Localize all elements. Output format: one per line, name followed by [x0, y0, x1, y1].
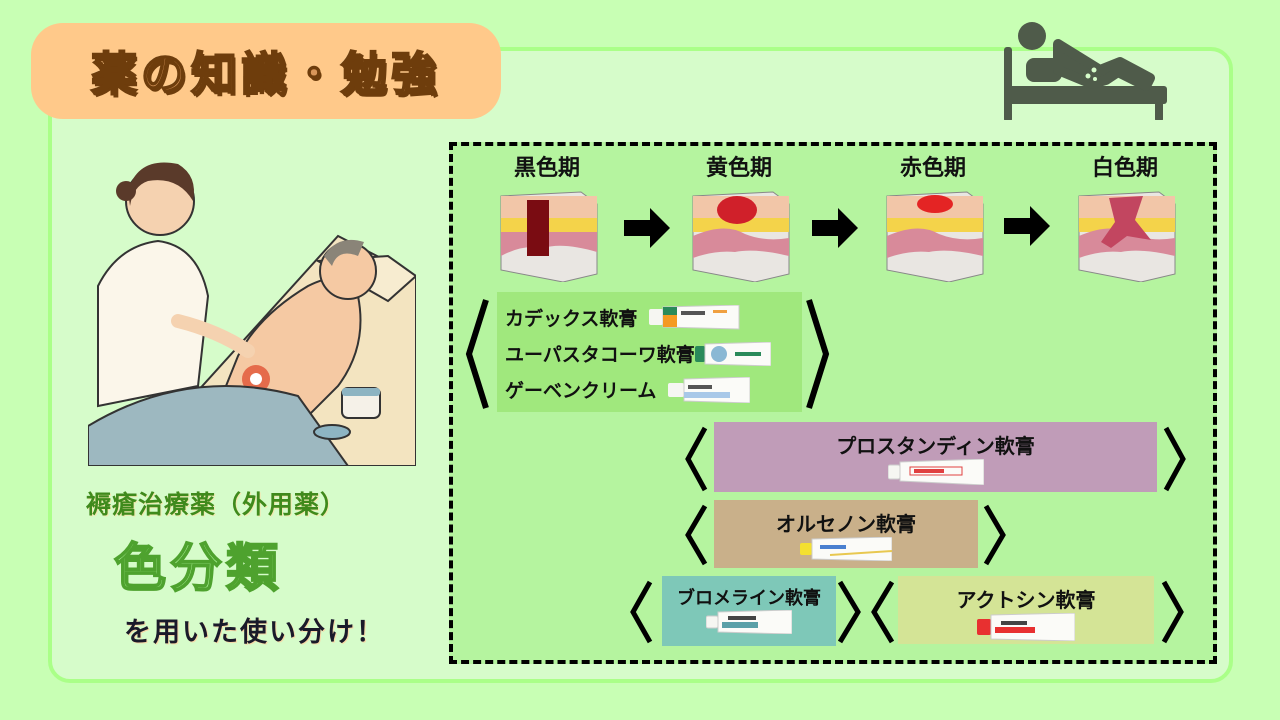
- stage-label: 黄色期: [705, 156, 772, 181]
- drug-label: プロスタンディン軟膏: [836, 434, 1035, 458]
- ointment-tube-icon: [668, 376, 751, 403]
- bracket-separator-icon: [838, 580, 894, 644]
- patient-in-bed-icon: [1004, 22, 1167, 120]
- stage-white: 白色期: [1060, 150, 1190, 286]
- drug-label: ブロメライン軟膏: [677, 588, 821, 609]
- ointment-tube-icon: [977, 613, 1075, 641]
- bracket-right-icon: [806, 299, 830, 409]
- page-title: 薬の知識・勉強: [90, 46, 441, 102]
- right-arrow-icon: [1004, 206, 1050, 246]
- drug-item: ゲーベンクリーム: [505, 376, 751, 403]
- stage-label: 白色期: [1091, 156, 1158, 181]
- ointment-tube-icon: [800, 537, 892, 561]
- bracket-right-icon: [983, 504, 1006, 566]
- skin-wound-diagram-icon: [500, 191, 598, 283]
- drug-label: オルセノン軟膏: [776, 512, 916, 536]
- bracket-left-icon: [465, 299, 489, 409]
- drug-label: ユーパスタコーワ軟膏: [505, 344, 695, 366]
- group-black-yellow: カデックス軟膏 ユーパスタコーワ軟膏 ゲーベンクリーム: [497, 292, 802, 412]
- ointment-tube-icon: [694, 341, 771, 366]
- bracket-right-icon: [1161, 580, 1184, 644]
- drug-item: ユーパスタコーワ軟膏: [505, 340, 771, 367]
- group-actosin: アクトシン軟膏: [898, 576, 1154, 644]
- group-bromelain: ブロメライン軟膏: [662, 576, 836, 646]
- title-banner: 薬の知識・勉強: [31, 23, 501, 119]
- ointment-tube-icon: [887, 459, 984, 485]
- stage-label: 黒色期: [513, 156, 580, 181]
- skin-wound-diagram-icon: [692, 191, 790, 283]
- caption-highlight: 色分類: [113, 538, 283, 600]
- ointment-tube-icon: [706, 610, 792, 634]
- drug-label: アクトシン軟膏: [956, 588, 1096, 612]
- nurse-applying-ointment-illustration: [88, 146, 416, 466]
- group-prostandin: プロスタンディン軟膏: [714, 422, 1157, 492]
- ointment-tube-icon: [649, 304, 740, 330]
- bracket-left-icon: [685, 504, 708, 566]
- group-olsenon: オルセノン軟膏: [714, 500, 978, 568]
- bracket-right-icon: [1163, 426, 1186, 492]
- drug-label: カデックス軟膏: [505, 308, 638, 330]
- right-arrow-icon: [624, 208, 670, 248]
- stage-black: 黒色期: [482, 150, 612, 286]
- bracket-left-icon: [685, 426, 708, 492]
- stage-label: 赤色期: [899, 156, 966, 181]
- stage-yellow: 黄色期: [674, 150, 804, 286]
- skin-wound-diagram-icon: [1078, 191, 1176, 283]
- bracket-left-icon: [630, 580, 653, 644]
- drug-item: カデックス軟膏: [505, 304, 741, 331]
- stage-red: 赤色期: [868, 150, 998, 286]
- drug-label: ゲーベンクリーム: [505, 380, 657, 402]
- skin-wound-diagram-icon: [886, 191, 984, 283]
- caption-subtitle: 褥瘡治療薬（外用薬）: [86, 490, 347, 519]
- caption-tagline: を用いた使い分け！: [124, 617, 385, 648]
- right-arrow-icon: [812, 208, 858, 248]
